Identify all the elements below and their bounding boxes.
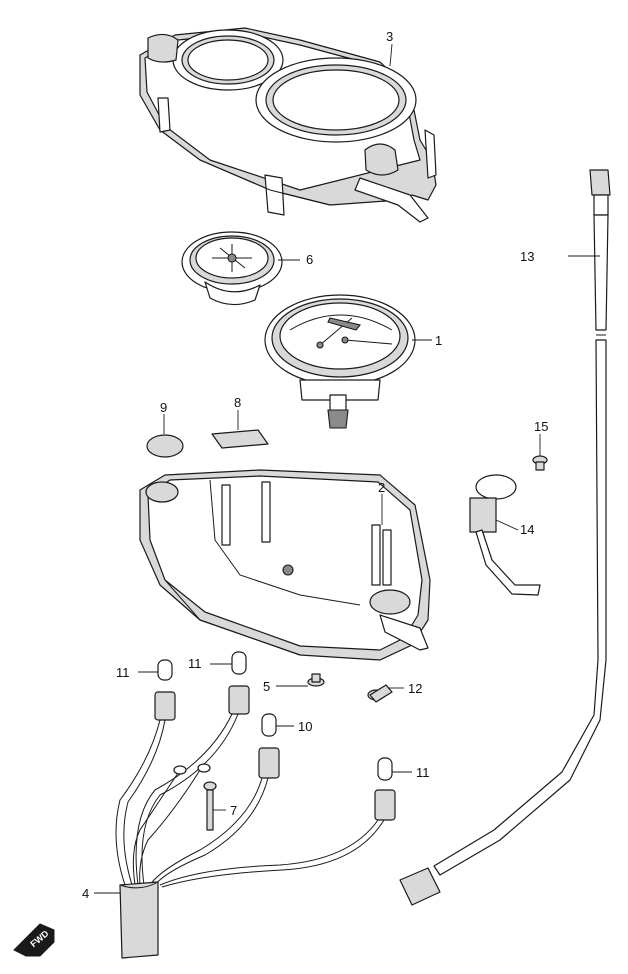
callout-9: 9 — [160, 400, 167, 415]
callout-14: 14 — [520, 522, 534, 537]
callout-8: 8 — [234, 395, 241, 410]
bracket-part-14 — [469, 474, 541, 596]
callout-11-left: 11 — [116, 665, 130, 680]
lens-part — [146, 434, 184, 458]
callout-11-middle: 11 — [188, 656, 202, 671]
callout-15: 15 — [534, 419, 548, 434]
bulb-11-right — [374, 757, 396, 821]
callout-labels: 3 6 1 13 9 8 15 2 14 11 11 5 12 10 11 7 … — [82, 29, 548, 901]
lower-meter-case — [139, 469, 431, 661]
callout-7: 7 — [230, 803, 237, 818]
callout-2: 2 — [378, 480, 385, 495]
leader-lines — [94, 43, 600, 894]
callout-10: 10 — [298, 719, 312, 734]
callout-13: 13 — [520, 249, 534, 264]
callout-1: 1 — [435, 333, 442, 348]
wiring-harness — [115, 713, 385, 959]
bulb-11-middle — [228, 651, 250, 715]
bulb-10 — [258, 713, 280, 779]
screw-part-12 — [367, 684, 393, 703]
odometer-gear-unit — [181, 231, 283, 306]
forward-direction-badge: FWD — [13, 923, 55, 957]
speedometer-gauge — [264, 294, 416, 429]
bulb-11-left — [154, 659, 176, 721]
callout-6: 6 — [306, 252, 313, 267]
screw-part-7 — [203, 781, 217, 831]
callout-12: 12 — [408, 681, 422, 696]
callout-11-right: 11 — [416, 765, 430, 780]
upper-meter-case — [139, 27, 437, 223]
plate-part — [211, 429, 269, 449]
screw-part-15 — [532, 455, 548, 471]
speedometer-cable — [399, 169, 611, 906]
callout-4: 4 — [82, 886, 89, 901]
callout-3: 3 — [386, 29, 393, 44]
screw-part-5 — [307, 673, 325, 687]
callout-5: 5 — [263, 679, 270, 694]
